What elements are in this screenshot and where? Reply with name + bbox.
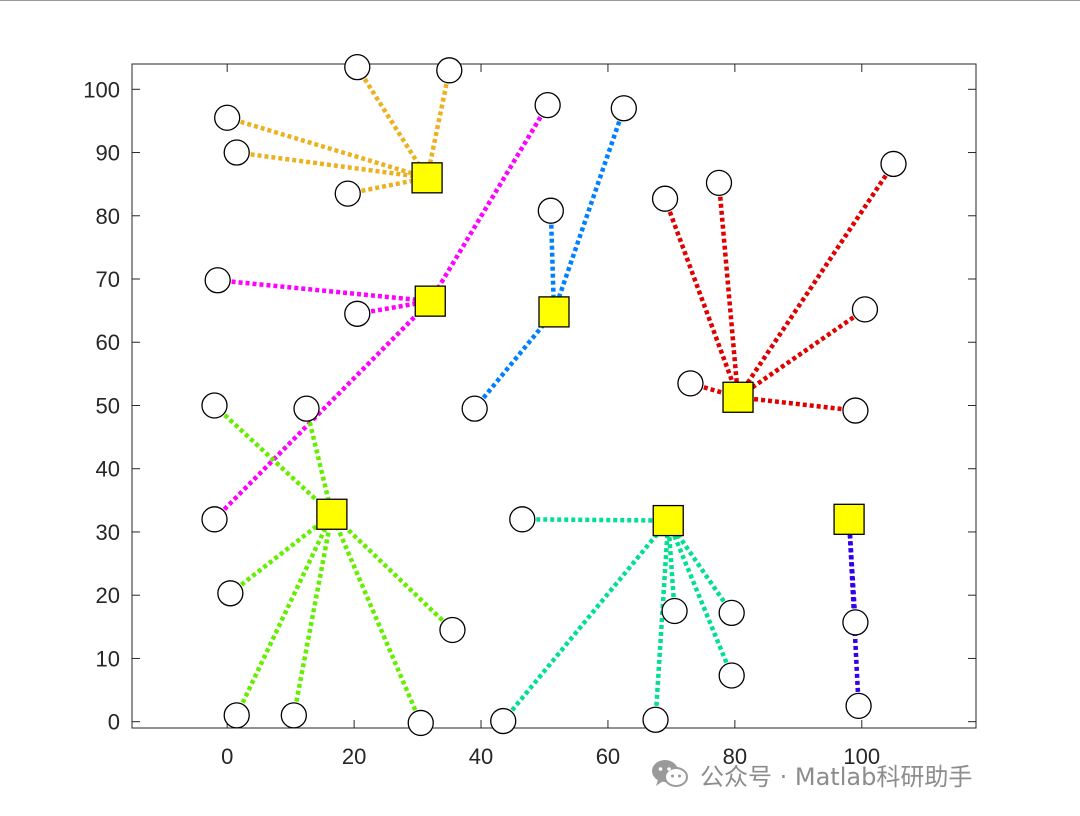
data-point-circle <box>509 506 536 533</box>
watermark-text: 公众号 · Matlab科研助手 <box>700 762 973 791</box>
data-point-circle <box>610 95 637 122</box>
data-point-circle <box>223 702 250 729</box>
cluster-center-square <box>414 285 446 317</box>
cluster-link-line <box>424 69 452 179</box>
cluster-link-line <box>212 299 432 521</box>
y-tick-label: 50 <box>96 393 120 418</box>
cluster-link-line <box>736 162 896 399</box>
x-tick-label: 100 <box>843 744 880 769</box>
connection-lines <box>212 65 896 724</box>
data-point-circle <box>280 702 307 729</box>
top-border-line <box>0 0 1080 1</box>
data-point-circle <box>214 104 241 131</box>
cluster-center-square <box>538 296 570 328</box>
data-point-circle <box>201 506 228 533</box>
data-point-circle <box>845 692 872 720</box>
cluster-link-line <box>736 307 867 400</box>
cluster-link-line <box>330 512 455 632</box>
data-point-circle <box>842 397 869 424</box>
cluster-link-line <box>304 408 335 515</box>
cluster-link-line <box>716 182 741 398</box>
y-tick-label: 70 <box>96 267 120 292</box>
data-point-circle <box>537 197 564 224</box>
data-point-circle <box>851 296 879 323</box>
data-point-circle <box>842 609 869 636</box>
data-point-circle <box>718 662 745 689</box>
cluster-link-line <box>662 197 741 399</box>
x-tick-label: 0 <box>221 744 233 769</box>
cluster-link-line <box>236 150 428 181</box>
y-tick-label: 60 <box>96 330 120 355</box>
data-point-circle <box>705 169 733 197</box>
cluster-link-line <box>551 107 626 313</box>
cluster-center-square <box>833 503 865 535</box>
cluster-link-line <box>329 513 423 724</box>
cluster-center-square <box>316 498 348 530</box>
cluster-center-square <box>722 381 754 413</box>
cluster-link-line <box>428 103 550 303</box>
y-tick-label: 30 <box>96 520 120 545</box>
x-tick-label: 20 <box>342 744 366 769</box>
cluster-link-line <box>228 512 334 596</box>
cluster-center-square <box>411 162 443 194</box>
data-point-circle <box>534 91 561 119</box>
y-tick-label: 0 <box>108 710 120 735</box>
data-point-circle <box>436 57 463 84</box>
data-point-circle <box>718 599 745 627</box>
axes-box <box>131 63 977 729</box>
data-point-circle <box>661 597 688 625</box>
wechat-icon <box>652 760 688 787</box>
cluster-link-line <box>522 517 669 523</box>
data-point-circle <box>217 580 244 607</box>
cluster-link-line <box>501 519 670 723</box>
cluster-link-line <box>737 395 856 413</box>
data-point-circle <box>344 300 371 327</box>
cluster-center-square <box>652 504 684 537</box>
x-tick-label: 60 <box>596 744 620 769</box>
cluster-link-line <box>356 298 431 317</box>
data-point-circle <box>642 706 669 733</box>
cluster-link-line <box>355 65 429 180</box>
data-point-circle <box>204 267 231 294</box>
cluster-link-line <box>653 520 671 720</box>
y-tick-label: 80 <box>96 204 120 229</box>
x-tick-label: 80 <box>723 744 747 769</box>
data-point-circle <box>461 395 488 422</box>
data-point-circle <box>651 185 679 212</box>
watermark: 公众号 · Matlab科研助手 <box>650 756 972 792</box>
data-point-circle <box>344 54 371 81</box>
cluster-link-line <box>212 403 334 516</box>
axis-ticks: 0 20 40 60 80 100 0 10 20 30 40 50 60 70 80 90 100 <box>83 64 976 769</box>
cluster-link-line <box>291 513 335 716</box>
data-point-circle <box>407 709 434 737</box>
y-tick-label: 10 <box>96 646 120 671</box>
data-point-circle <box>880 150 907 178</box>
cluster-link-line <box>217 278 431 304</box>
data-point-circle <box>334 180 361 207</box>
cluster-link-line <box>548 210 557 312</box>
data-point-circle <box>490 707 517 735</box>
y-tick-label: 20 <box>96 583 120 608</box>
cluster-link-line <box>665 520 677 612</box>
y-tick-label: 90 <box>96 141 120 166</box>
data-point-circle <box>677 370 704 397</box>
data-points <box>201 54 907 737</box>
y-tick-label: 100 <box>83 77 120 102</box>
y-tick-label: 40 <box>96 457 120 482</box>
data-point-circle <box>439 616 466 644</box>
data-point-circle <box>201 392 228 419</box>
data-point-circle <box>293 395 320 422</box>
cluster-link-line <box>234 513 334 717</box>
x-tick-label: 40 <box>469 744 493 769</box>
data-point-circle <box>223 139 250 166</box>
